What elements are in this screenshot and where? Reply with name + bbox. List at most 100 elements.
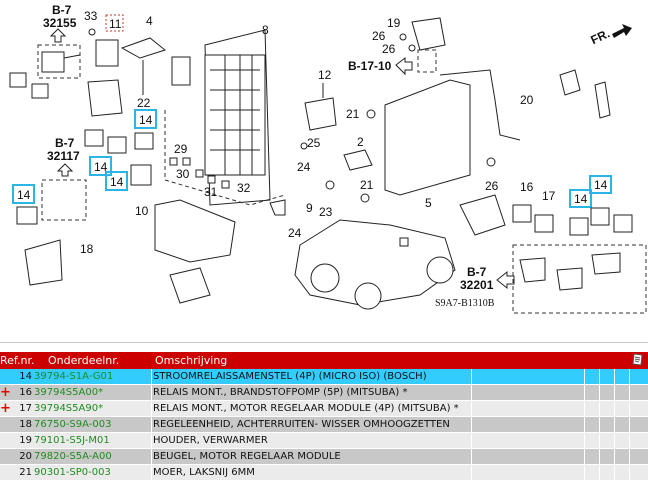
callout-14-highlight[interactable] <box>89 156 112 176</box>
module-part <box>169 267 211 304</box>
column-divider <box>151 449 152 464</box>
callout-10[interactable]: 10 <box>135 204 149 218</box>
callout-26c[interactable]: 26 <box>485 179 499 193</box>
section-ref-line2[interactable]: 32155 <box>43 16 77 30</box>
callout-18[interactable]: 18 <box>80 242 94 256</box>
callout-29[interactable]: 29 <box>174 142 188 156</box>
callout-14[interactable]: 14 <box>94 160 108 174</box>
callout-14-highlight[interactable] <box>134 109 157 129</box>
callout-14[interactable]: 14 <box>574 192 588 206</box>
part-number-link[interactable]: 90301-SP0-003 <box>34 467 111 478</box>
callout-11-marker[interactable] <box>105 14 124 32</box>
sensor-part <box>559 69 581 96</box>
column-divider <box>629 465 630 480</box>
callout-33[interactable]: 33 <box>84 9 98 23</box>
callout-21[interactable]: 21 <box>346 107 360 121</box>
callout-14[interactable]: 14 <box>110 175 124 189</box>
table-row[interactable]: 21 90301-SP0-003 MOER, LAKSNIJ 6MM <box>0 465 648 481</box>
section-ref-b-17-10[interactable]: B-17-10 <box>348 59 392 73</box>
callout-17[interactable]: 17 <box>542 189 556 203</box>
column-header-part-number[interactable]: Onderdeelnr. <box>48 354 120 367</box>
connector-part <box>519 257 546 283</box>
callout-14[interactable]: 14 <box>594 178 608 192</box>
callout-14-highlight[interactable] <box>589 175 612 194</box>
table-row[interactable]: 20 79820-S5A-A00 BEUGEL, MOTOR REGELAAR … <box>0 449 648 465</box>
ref-number: 19 <box>19 435 32 446</box>
part-number-link[interactable]: 79820-S5A-A00 <box>34 451 112 462</box>
callout-11[interactable]: 11 <box>109 17 122 31</box>
callout-14-highlight[interactable] <box>12 184 35 204</box>
callout-2[interactable]: 2 <box>357 135 364 149</box>
section-ref-line1[interactable]: B-7 <box>467 265 487 279</box>
callout-31[interactable]: 31 <box>204 185 218 199</box>
column-header-description[interactable]: Omschrijving <box>155 354 228 367</box>
section-ref-line1[interactable]: B-7 <box>55 136 75 150</box>
print-icon[interactable] <box>631 353 644 367</box>
part-number-link[interactable]: 39794-S1A-G01 <box>34 371 114 382</box>
part-description: BEUGEL, MOTOR REGELAAR MODULE <box>153 451 341 462</box>
column-divider <box>584 401 585 416</box>
callout-30[interactable]: 30 <box>176 167 190 181</box>
callout-8[interactable]: 8 <box>262 23 269 37</box>
part-number-link[interactable]: 76750-S9A-003 <box>34 419 112 430</box>
callout-21b[interactable]: 21 <box>360 178 374 192</box>
column-divider <box>151 417 152 432</box>
connector-part <box>591 252 621 275</box>
callout-20[interactable]: 20 <box>520 93 534 107</box>
table-row[interactable]: + 16 39794S5A00* RELAIS MONT., BRANDSTOF… <box>0 385 648 401</box>
ref-number: 21 <box>19 467 32 478</box>
table-row[interactable]: 14 39794-S1A-G01 STROOMRELAISSAMENSTEL (… <box>0 369 648 385</box>
section-ref-line2[interactable]: 32117 <box>47 149 80 163</box>
expand-plus-icon[interactable]: + <box>0 401 11 416</box>
callout-9[interactable]: 9 <box>306 201 313 215</box>
part-number-link[interactable]: 79101-S5J-M01 <box>34 435 110 446</box>
callout-16[interactable]: 16 <box>520 180 534 194</box>
callout-5[interactable]: 5 <box>425 196 432 210</box>
column-header-ref[interactable]: Ref.nr. <box>0 354 35 367</box>
parts-diagram: B-7 32155 33 11 4 22 8 29 30 31 32 12 21… <box>9 3 647 314</box>
callout-12[interactable]: 12 <box>318 68 332 82</box>
relay-box-dashed-32155 <box>37 44 81 79</box>
column-divider <box>151 385 152 400</box>
callout-4[interactable]: 4 <box>146 14 153 28</box>
part-number-link[interactable]: 39794S5A90* <box>34 403 104 414</box>
callout-14-highlight[interactable] <box>569 189 592 208</box>
column-divider <box>471 449 472 464</box>
relay-14-part <box>16 206 38 225</box>
expand-plus-icon[interactable]: + <box>0 385 11 400</box>
table-row[interactable]: + 17 39794S5A90* RELAIS MONT., MOTOR REG… <box>0 401 648 417</box>
callout-23[interactable]: 23 <box>319 205 333 219</box>
table-row[interactable]: 19 79101-S5J-M01 HOUDER, VERWARMER <box>0 433 648 449</box>
relay-part <box>171 56 191 86</box>
table-row[interactable]: 18 76750-S9A-003 REGELEENHEID, ACHTERRUI… <box>0 417 648 433</box>
column-divider <box>471 401 472 416</box>
ref-number: 20 <box>19 451 32 462</box>
bracket-2-part <box>343 149 373 171</box>
relay-part <box>107 136 127 154</box>
table-header: Ref.nr. Onderdeelnr. Omschrijving <box>0 352 648 369</box>
callout-14-highlight[interactable] <box>105 171 128 191</box>
callout-14[interactable]: 14 <box>139 113 153 127</box>
callout-25[interactable]: 25 <box>307 136 321 150</box>
callout-24[interactable]: 24 <box>297 160 311 174</box>
column-divider <box>629 433 630 448</box>
bracket-19-part <box>411 17 446 51</box>
part-number-link[interactable]: 39794S5A00* <box>34 387 104 398</box>
column-divider <box>599 433 600 448</box>
callout-14[interactable]: 14 <box>17 188 31 202</box>
ref-number: 18 <box>19 419 32 430</box>
part-description: RELAIS MONT., BRANDSTOFPOMP (5P) (MITSUB… <box>153 387 408 398</box>
callout-26b[interactable]: 26 <box>382 42 396 56</box>
ecu-module-part <box>384 79 471 196</box>
column-divider <box>584 449 585 464</box>
section-ref-line1[interactable]: B-7 <box>52 3 72 17</box>
callout-19[interactable]: 19 <box>387 16 401 30</box>
callout-24b[interactable]: 24 <box>288 226 302 240</box>
callout-32[interactable]: 32 <box>237 181 251 195</box>
section-ref-line2[interactable]: 32201 <box>460 278 494 292</box>
callout-26[interactable]: 26 <box>372 29 386 43</box>
column-divider <box>471 465 472 480</box>
callout-22[interactable]: 22 <box>137 96 151 110</box>
column-divider <box>584 385 585 400</box>
column-divider <box>584 417 585 432</box>
